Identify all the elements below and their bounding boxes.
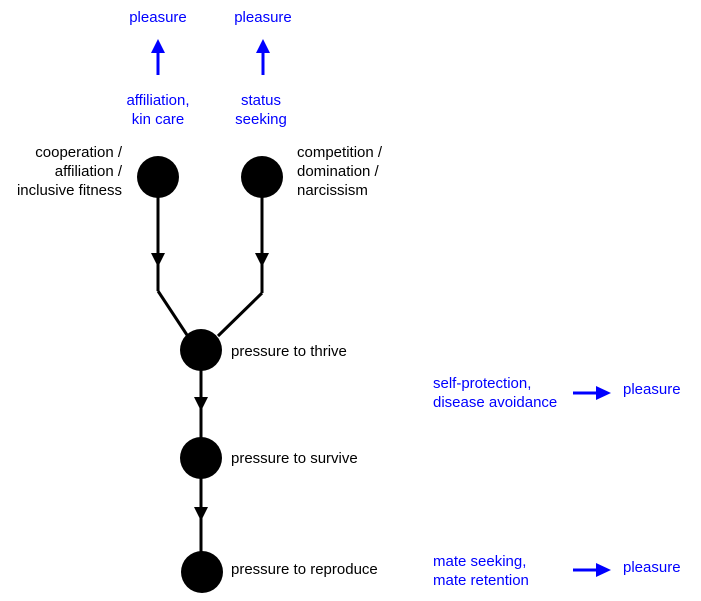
right-arrow-mating-head: [596, 563, 611, 577]
arrowhead-thrive: [194, 397, 208, 411]
pressure-survive-label: pressure to survive: [231, 450, 358, 467]
nodes: [137, 156, 283, 593]
connector-cooperation-merge: [156, 290, 189, 336]
node-reproduce: [181, 551, 223, 593]
affiliation-motive-label: affiliation, kin care: [126, 92, 190, 128]
arrowhead-competition: [255, 253, 269, 267]
mate-seeking-label: mate seeking, mate retention: [433, 553, 529, 589]
node-competition: [241, 156, 283, 198]
up-arrow-left-head: [151, 39, 165, 53]
pleasure-label-left: pleasure: [129, 9, 187, 26]
blue-arrows: [151, 39, 611, 577]
connector-lines: [156, 178, 264, 572]
self-protection-label: self-protection, disease avoidance: [433, 375, 558, 411]
node-survive: [180, 437, 222, 479]
arrowhead-cooperation: [151, 253, 165, 267]
pleasure-label-right: pleasure: [234, 9, 292, 26]
node-cooperation: [137, 156, 179, 198]
status-motive-label: status seeking: [235, 92, 287, 128]
cooperation-drive-label: cooperation / affiliation / inclusive fi…: [16, 144, 122, 199]
pleasure-label-protection: pleasure: [623, 381, 681, 398]
pressure-reproduce-label: pressure to reproduce: [231, 561, 378, 578]
pleasure-label-mating: pleasure: [623, 559, 681, 576]
up-arrow-right-head: [256, 39, 270, 53]
right-arrow-protection-head: [596, 386, 611, 400]
competition-drive-label: competition / domination / narcissism: [297, 144, 383, 199]
arrowhead-survive: [194, 507, 208, 521]
arrowheads: [151, 253, 269, 521]
pressure-thrive-label: pressure to thrive: [231, 343, 347, 360]
node-thrive: [180, 329, 222, 371]
connector-competition-merge: [216, 291, 264, 338]
